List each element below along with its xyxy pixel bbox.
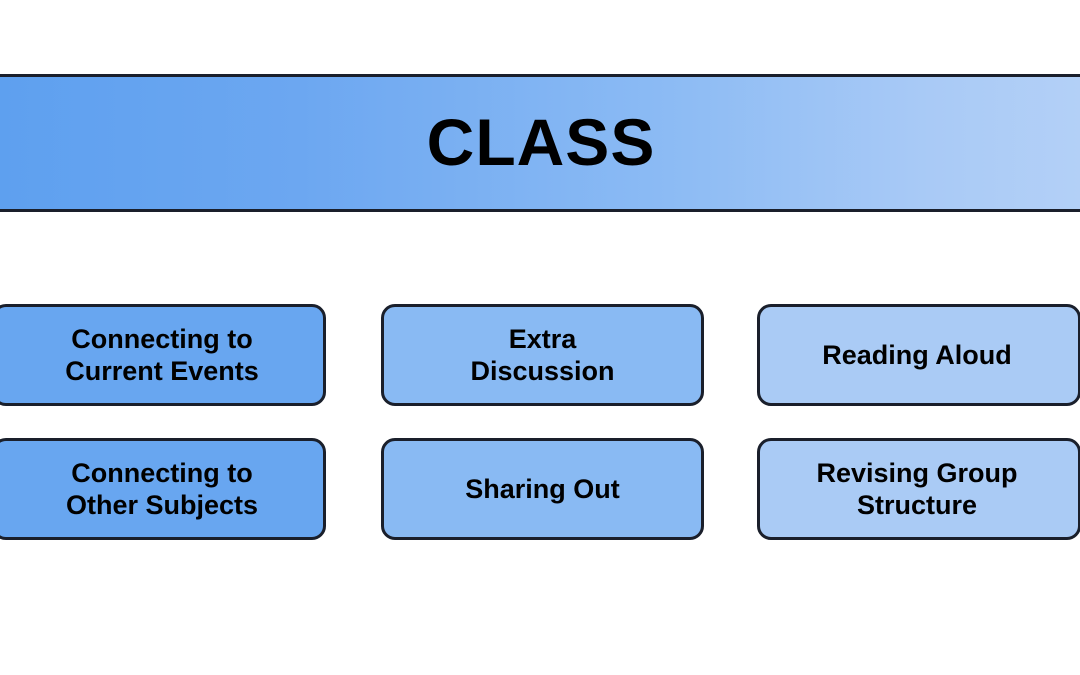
node-label: Extra Discussion [470,323,615,386]
node-label: Connecting to Current Events [65,323,259,386]
node-reading-aloud[interactable]: Reading Aloud [757,304,1080,406]
node-label: Connecting to Other Subjects [65,457,259,520]
class-header-banner: CLASS [0,74,1080,212]
node-label: Reading Aloud [822,339,1012,370]
node-row-bottom: Connecting to Other Subjects Sharing Out… [0,438,1080,540]
page-title: CLASS [426,105,656,179]
node-extra-discussion[interactable]: Extra Discussion [381,304,704,406]
node-row-top: Connecting to Current Events Extra Discu… [0,304,1080,406]
node-label: Sharing Out [465,473,620,504]
node-connecting-to-other-subjects[interactable]: Connecting to Other Subjects [0,438,326,540]
node-connecting-to-current-events[interactable]: Connecting to Current Events [0,304,326,406]
node-label: Revising Group Structure [816,457,1018,520]
node-sharing-out[interactable]: Sharing Out [381,438,704,540]
node-revising-group-structure[interactable]: Revising Group Structure [757,438,1080,540]
